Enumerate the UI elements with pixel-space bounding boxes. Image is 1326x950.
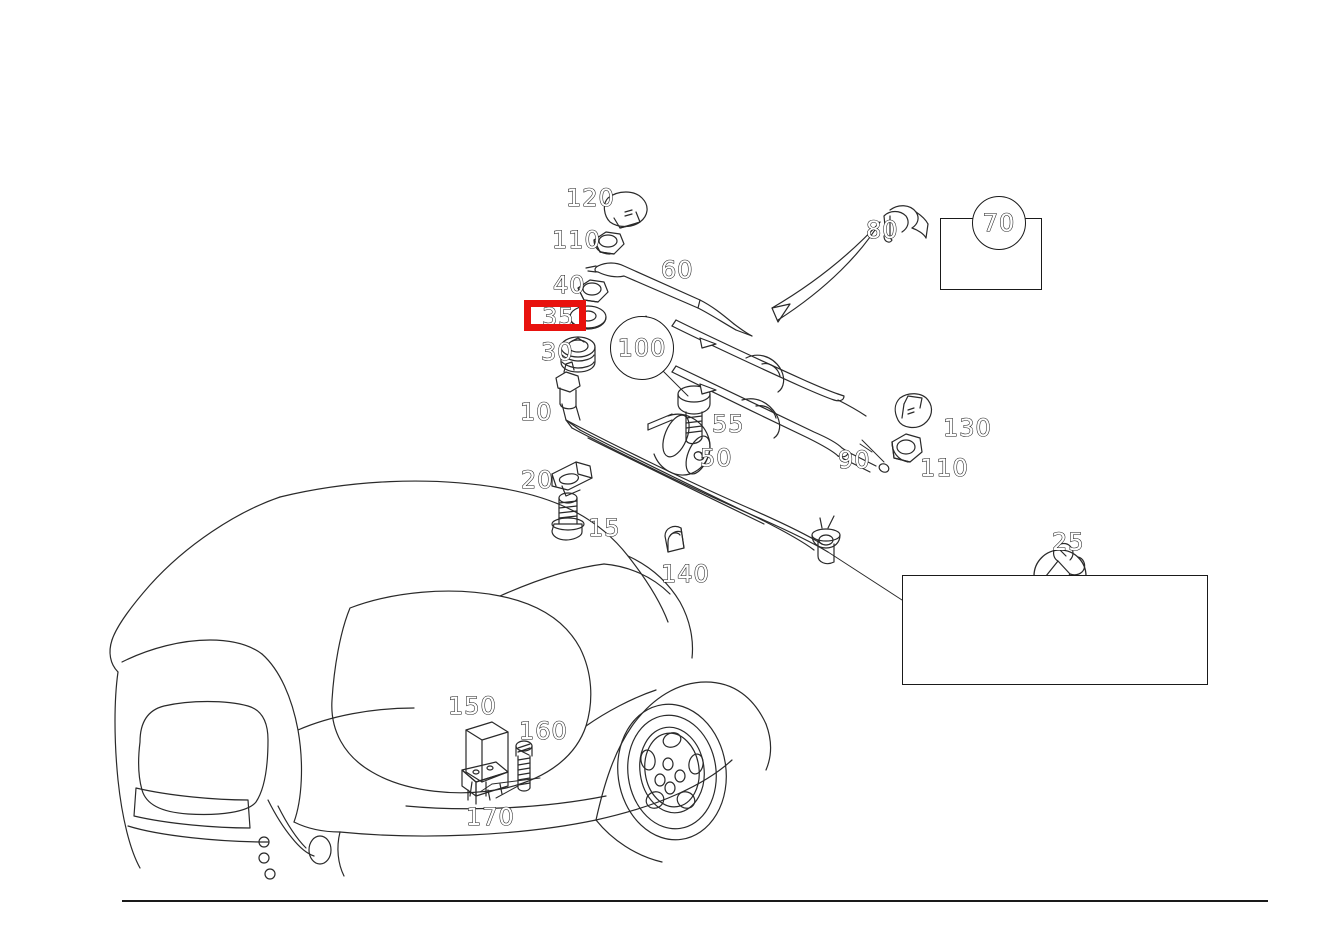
relay-part-150	[465, 721, 509, 797]
nozzle-hose-part-80	[883, 205, 929, 243]
leader-to-inset-25	[827, 551, 903, 601]
blade-rubber-part-90	[859, 439, 885, 463]
wiper-arm-part-60	[585, 262, 753, 337]
page-bottom-rule	[122, 900, 1268, 902]
assembly-direction-arrow	[771, 221, 881, 323]
callout-label-55: 55	[711, 410, 745, 438]
hex-nut-part-110-upper	[593, 231, 625, 255]
bracket-part-20	[551, 461, 593, 497]
callout-circle-100[interactable]: 100	[610, 316, 674, 380]
callout-label-15: 15	[587, 514, 621, 542]
wiper-blade-set-part-100	[671, 319, 890, 473]
callout-label-30: 30	[540, 338, 574, 366]
cap-part-130	[894, 393, 933, 429]
inset-box-25	[902, 575, 1208, 685]
wiper-linkage-part-10	[555, 361, 841, 565]
callout-label-40: 40	[552, 271, 586, 299]
callout-label-20: 20	[520, 466, 554, 494]
callout-label-140: 140	[660, 560, 710, 588]
callout-label-10: 10	[519, 398, 553, 426]
hex-nut-part-110-lower	[891, 433, 923, 463]
callout-label-130: 130	[942, 414, 992, 442]
callout-label-100: 100	[617, 334, 667, 362]
callout-circle-70[interactable]: 70	[972, 196, 1026, 250]
callout-label-150: 150	[447, 692, 497, 720]
callout-label-70: 70	[982, 209, 1016, 237]
callout-label-50: 50	[699, 444, 733, 472]
callout-label-160: 160	[518, 717, 568, 745]
screw-part-160	[495, 740, 533, 799]
callout-label-170: 170	[465, 803, 515, 831]
callout-label-120: 120	[565, 184, 615, 212]
car-body-outline	[109, 480, 772, 880]
clip-part-140	[664, 525, 685, 553]
shaft-part-55	[677, 385, 711, 445]
callout-label-80: 80	[865, 216, 899, 244]
bolt-part-15	[551, 492, 585, 541]
callout-label-25: 25	[1051, 528, 1085, 556]
callout-label-90: 90	[837, 446, 871, 474]
relay-socket-part-170	[461, 761, 509, 805]
callout-label-110-lower: 110	[919, 454, 969, 482]
cap-part-120	[603, 191, 648, 229]
callout-label-110-upper: 110	[551, 226, 601, 254]
callout-label-60: 60	[660, 256, 694, 284]
highlight-box-part-35	[524, 300, 586, 331]
